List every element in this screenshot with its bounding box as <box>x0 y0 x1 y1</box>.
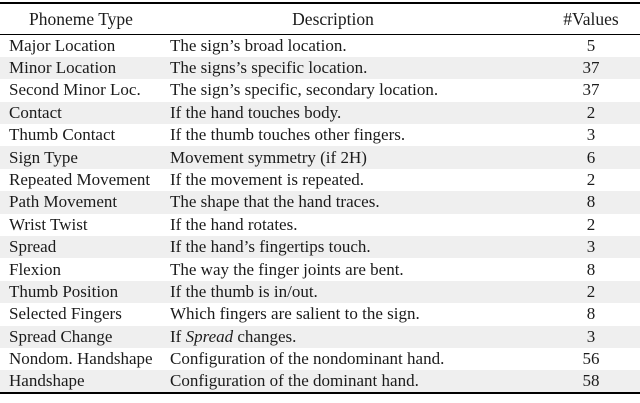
table-row: Repeated Movement If the movement is repe… <box>0 168 640 192</box>
table-row: Thumb Contact If the thumb touches other … <box>0 124 640 147</box>
column-header-phoneme-type: Phoneme Type <box>0 3 162 35</box>
description-text-run: If the hand touches body. <box>170 102 342 122</box>
description-text-run: If the thumb touches other fingers. <box>170 125 406 145</box>
description-cell: Configuration of the dominant hand. <box>162 370 542 392</box>
phoneme-type-cell: Major Location <box>9 35 116 55</box>
phoneme-type-cell: Selected Fingers <box>9 304 122 324</box>
paper-table-figure: Phoneme Type Description #Values Major L… <box>0 2 640 394</box>
table-row: Minor Location The signs’s specific locat… <box>0 56 640 80</box>
phoneme-type-cell: Sign Type <box>9 147 78 167</box>
description-text-run: changes. <box>233 326 297 346</box>
num-values-cell: 2 <box>586 170 596 190</box>
description-text-run: The sign’s specific, secondary location. <box>170 80 439 100</box>
phoneme-type-cell: Handshape <box>9 371 85 391</box>
table-body: Major Location The sign’s broad location.… <box>0 34 640 393</box>
phoneme-type-cell: Thumb Position <box>9 281 119 301</box>
description-cell: If the hand rotates. <box>162 214 542 236</box>
table-row: Spread If the hand’s fingertips touch. 3 <box>0 236 640 259</box>
phoneme-type-cell: Flexion <box>9 259 61 279</box>
phoneme-type-cell: Contact <box>9 102 62 122</box>
num-values-cell: 3 <box>586 237 596 257</box>
description-cell: The sign’s broad location. <box>162 35 542 57</box>
description-text-run: Which fingers are salient to the sign. <box>170 304 420 324</box>
table-row: Selected Fingers Which fingers are salien… <box>0 303 640 326</box>
table-row: Second Minor Loc. The sign’s specific, se… <box>0 79 640 102</box>
table-row: Spread Change If Spread changes. 3 <box>0 325 640 348</box>
description-cell: The signs’s specific location. <box>162 57 542 79</box>
description-cell: The way the finger joints are bent. <box>162 258 542 280</box>
description-text-run: If the thumb is in/out. <box>170 281 318 301</box>
num-values-cell: 37 <box>582 58 600 78</box>
description-text-run: If <box>170 326 186 346</box>
description-cell: The shape that the hand traces. <box>162 191 542 213</box>
phoneme-type-cell: Thumb Contact <box>9 125 116 145</box>
description-text-run: Configuration of the nondominant hand. <box>170 349 445 369</box>
num-values-cell: 8 <box>586 192 596 212</box>
num-values-cell: 8 <box>586 304 596 324</box>
description-cell: If the movement is repeated. <box>162 169 542 191</box>
table-row: Wrist Twist If the hand rotates. 2 <box>0 213 640 237</box>
phoneme-type-cell: Repeated Movement <box>9 170 151 190</box>
table-row: Flexion The way the finger joints are ben… <box>0 258 640 281</box>
phoneme-type-cell: Wrist Twist <box>9 214 88 234</box>
num-values-cell: 8 <box>586 259 596 279</box>
num-values-cell: 37 <box>582 80 600 100</box>
phoneme-type-cell: Spread <box>9 237 57 257</box>
table-row: Nondom. Handshape Configuration of the no… <box>0 347 640 371</box>
phoneme-type-cell: Second Minor Loc. <box>9 80 141 100</box>
table-row: Handshape Configuration of the dominant h… <box>0 370 640 393</box>
column-header-description: Description <box>162 3 542 35</box>
description-text-run: The way the finger joints are bent. <box>170 259 404 279</box>
table-row: Sign Type Movement symmetry (if 2H) 6 <box>0 146 640 169</box>
description-cell: If the thumb touches other fingers. <box>162 124 542 146</box>
description-text-run: If the movement is repeated. <box>170 170 365 190</box>
num-values-cell: 6 <box>586 147 596 167</box>
description-cell: If the hand touches body. <box>162 102 542 124</box>
description-text-run: If the hand’s fingertips touch. <box>170 237 371 257</box>
phoneme-type-cell: Spread Change <box>9 326 113 346</box>
table-row: Contact If the hand touches body. 2 <box>0 101 640 125</box>
phoneme-type-cell: Minor Location <box>9 58 117 78</box>
description-cell: If the hand’s fingertips touch. <box>162 236 542 258</box>
description-text-run: The signs’s specific location. <box>170 58 368 78</box>
description-cell: Which fingers are salient to the sign. <box>162 303 542 325</box>
table-row: Thumb Position If the thumb is in/out. 2 <box>0 280 640 304</box>
num-values-cell: 2 <box>586 102 596 122</box>
num-values-cell: 58 <box>582 371 600 391</box>
description-cell: Movement symmetry (if 2H) <box>162 146 542 168</box>
num-values-cell: 3 <box>586 125 596 145</box>
num-values-cell: 2 <box>586 214 596 234</box>
num-values-cell: 56 <box>582 349 600 369</box>
description-cell: If Spread changes. <box>162 326 542 348</box>
description-text-run: Configuration of the dominant hand. <box>170 371 419 391</box>
num-values-cell: 3 <box>586 326 596 346</box>
description-text-run: The sign’s broad location. <box>170 35 347 55</box>
phoneme-type-cell: Path Movement <box>9 192 118 212</box>
header-row: Phoneme Type Description #Values <box>0 3 640 35</box>
phoneme-table: Phoneme Type Description #Values Major L… <box>0 2 640 394</box>
num-values-cell: 2 <box>586 281 596 301</box>
description-text-run: If the hand rotates. <box>170 214 298 234</box>
table-row: Path Movement The shape that the hand tra… <box>0 191 640 214</box>
description-italic-run: Spread <box>185 326 234 346</box>
description-cell: The sign’s specific, secondary location. <box>162 79 542 101</box>
description-text-run: The shape that the hand traces. <box>170 192 380 212</box>
phoneme-type-cell: Nondom. Handshape <box>9 349 153 369</box>
column-header-num-values: #Values <box>542 3 640 35</box>
num-values-cell: 5 <box>586 35 596 55</box>
table-row: Major Location The sign’s broad location.… <box>0 34 640 57</box>
description-cell: Configuration of the nondominant hand. <box>162 348 542 370</box>
description-text-run: Movement symmetry (if 2H) <box>170 147 367 167</box>
description-cell: If the thumb is in/out. <box>162 281 542 303</box>
table-header: Phoneme Type Description #Values <box>0 3 640 35</box>
